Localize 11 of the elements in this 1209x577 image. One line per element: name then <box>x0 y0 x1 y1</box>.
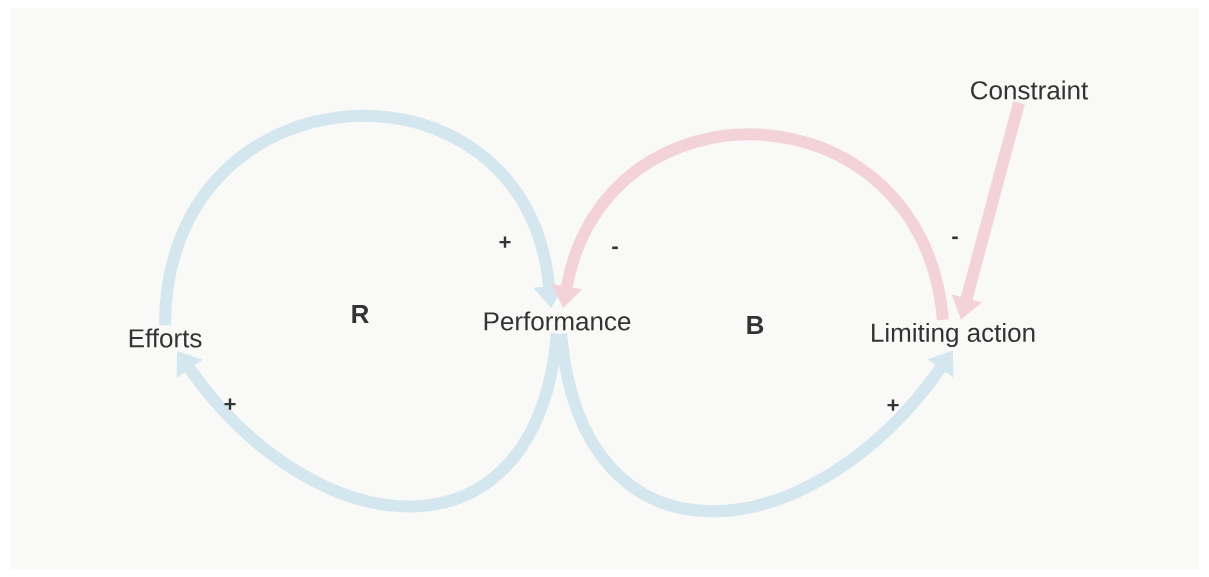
edge-label: - <box>952 236 958 240</box>
node-label: Constraint <box>971 80 1089 100</box>
node-label: Efforts <box>129 328 202 348</box>
node-label: Limiting action <box>872 322 1035 348</box>
node-label: Performance <box>484 311 631 331</box>
edge-label: + <box>224 398 236 410</box>
edge-label: + <box>887 399 899 411</box>
edge-label: - <box>612 246 618 250</box>
edge-label: + <box>499 236 511 248</box>
loop-label: R <box>352 305 369 323</box>
loop-label: B <box>747 316 764 334</box>
